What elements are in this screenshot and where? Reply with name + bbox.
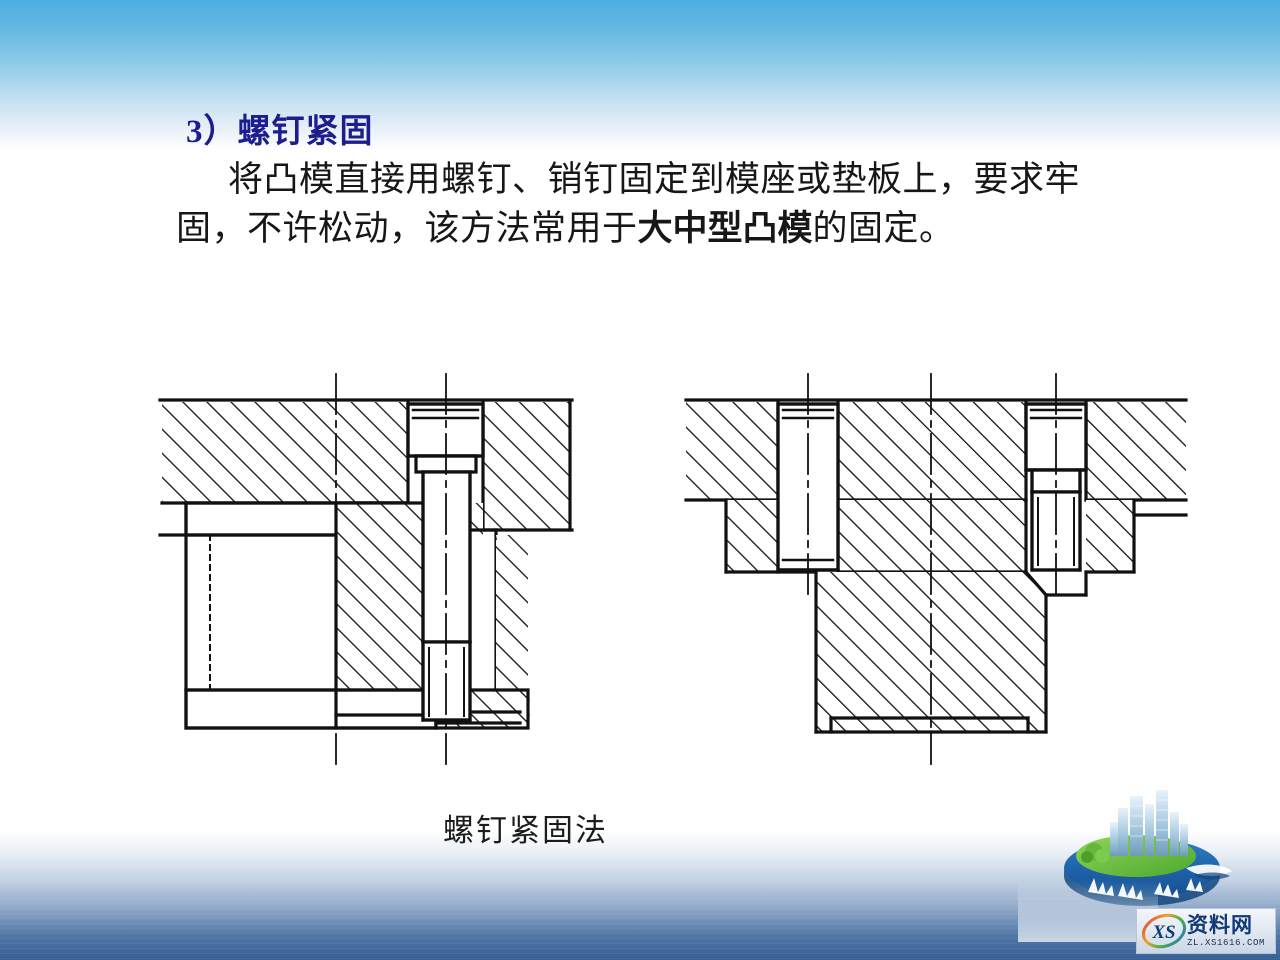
right-view [684, 373, 1188, 765]
technical-drawing-figure [140, 360, 1200, 780]
left-centre-lines [335, 373, 447, 765]
body-line-2-emphasis: 大中型凸模 [637, 209, 813, 248]
left-punch-step [184, 688, 530, 730]
page-title: 3）螺钉紧固 [186, 114, 374, 150]
body-line-2-part-a: 固，不许松动，该方法常用于 [176, 209, 638, 248]
right-centre-lines [807, 373, 1057, 765]
watermark-logo: XS 资料网 ZL.XS1616.COM [1136, 908, 1276, 954]
figure-caption: 螺钉紧固法 [443, 813, 608, 848]
body-line-2-part-b: 的固定。 [812, 209, 955, 248]
background-bottom-water [0, 830, 1280, 960]
xs-logo-text: XS [1151, 922, 1175, 943]
drawing-geometry [158, 373, 1188, 765]
watermark-url: ZL.XS1616.COM [1187, 937, 1266, 948]
cross-section-drawing [158, 373, 1188, 765]
left-upper-plate [158, 398, 574, 532]
xs-swirl-icon: XS [1141, 913, 1187, 949]
xs-logo-icon: XS [1141, 912, 1187, 950]
watermark-text-block: 资料网 ZL.XS1616.COM [1187, 915, 1271, 948]
right-upper-plate [684, 398, 1188, 502]
right-punch-stem [776, 569, 1088, 734]
body-line-1: 将凸模直接用螺钉、销钉固定到模座或垫板上，要求牢 [228, 160, 1081, 199]
right-screw-right [1024, 402, 1088, 572]
left-screw [406, 402, 485, 722]
background-top-gradient [0, 0, 1280, 150]
left-view [158, 373, 574, 765]
body-paragraph: 将凸模直接用螺钉、销钉固定到模座或垫板上，要求牢 固，不许松动，该方法常用于大中… [176, 155, 1244, 253]
left-outer-silhouette [184, 533, 211, 692]
watermark-site-name: 资料网 [1187, 913, 1253, 937]
